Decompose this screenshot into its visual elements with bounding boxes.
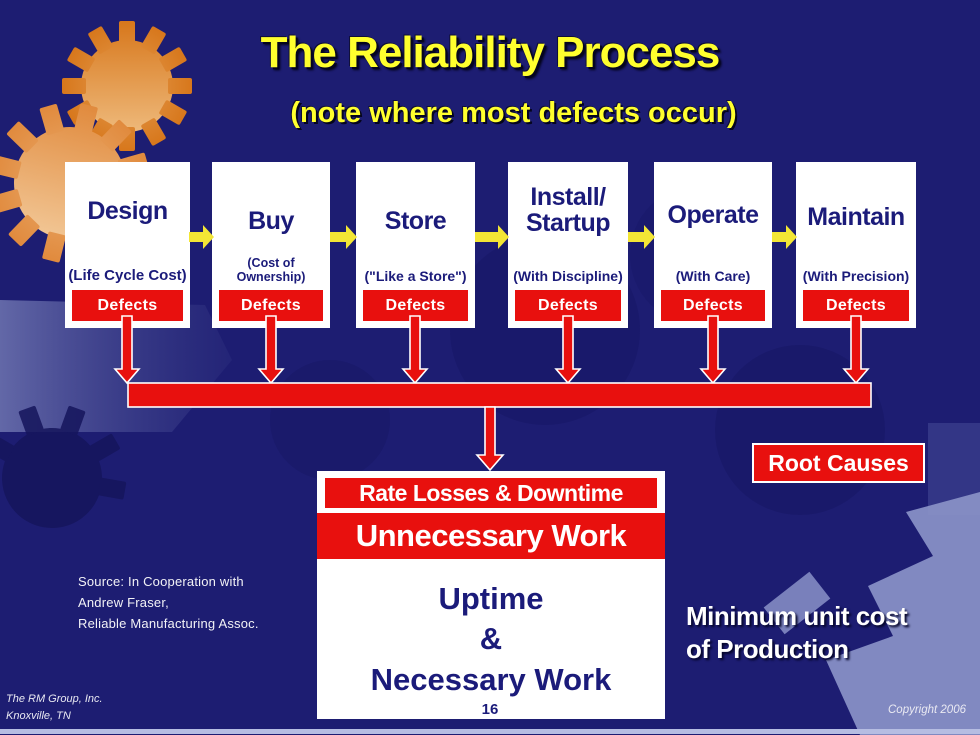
stage-store-defects-badge: Defects xyxy=(363,290,468,321)
footer-copyright: Copyright 2006 xyxy=(888,704,966,716)
uptime-necessary-work-text: Uptime & Necessary Work xyxy=(370,581,612,697)
watermark-dark-gear-bottom-left xyxy=(0,405,127,528)
root-causes-badge: Root Causes xyxy=(752,443,925,483)
unnecessary-work-band: Unnecessary Work xyxy=(317,513,665,559)
stage-operate-defects-badge: Defects xyxy=(661,290,765,321)
stage-install-startup-name: Install/ Startup xyxy=(526,183,611,238)
stage-buy: Buy (Cost of Ownership) Defects xyxy=(212,162,330,328)
minimum-unit-cost-text: Minimum unit cost of Production xyxy=(686,601,908,664)
stage-design: Design (Life Cycle Cost) Defects xyxy=(65,162,190,328)
bottom-edge-highlight xyxy=(0,729,980,734)
stage-maintain-caption: (With Precision) xyxy=(802,268,910,284)
stage-buy-defects-badge: Defects xyxy=(219,290,323,321)
stage-design-name: Design xyxy=(87,197,168,225)
stage-install-startup: Install/ Startup (With Discipline) Defec… xyxy=(508,162,628,328)
arrow-right-icon xyxy=(189,225,214,249)
arrow-right-icon xyxy=(628,225,655,249)
stage-buy-caption: (Cost of Ownership) xyxy=(236,256,306,284)
watermark-light-band-right xyxy=(928,423,980,515)
page-number: 16 xyxy=(481,701,499,718)
stage-install-startup-caption: (With Discipline) xyxy=(513,268,623,284)
footer-company: The RM Group, Inc. Knoxville, TN xyxy=(6,693,103,722)
stage-buy-name: Buy xyxy=(248,207,294,235)
stage-maintain: Maintain (With Precision) Defects xyxy=(796,162,916,328)
stage-store-caption: ("Like a Store") xyxy=(364,268,467,284)
stage-operate-name: Operate xyxy=(667,201,759,229)
stage-store: Store ("Like a Store") Defects xyxy=(356,162,475,328)
stage-design-caption: (Life Cycle Cost) xyxy=(68,267,187,284)
stage-store-name: Store xyxy=(384,207,447,235)
source-note: Source: In Cooperation with Andrew Frase… xyxy=(78,574,259,631)
arrow-right-icon xyxy=(330,225,357,249)
page-subtitle: (note where most defects occur) xyxy=(290,97,737,129)
stage-install-startup-defects-badge: Defects xyxy=(515,290,621,321)
stage-maintain-defects-badge: Defects xyxy=(803,290,909,321)
stage-operate-caption: (With Care) xyxy=(675,268,751,284)
arrow-right-icon xyxy=(772,225,797,249)
stage-maintain-name: Maintain xyxy=(807,203,905,231)
losses-header: Rate Losses & Downtime xyxy=(325,478,657,508)
page-title: The Reliability Process xyxy=(260,28,721,77)
stage-design-defects-badge: Defects xyxy=(72,290,183,321)
defect-collector-bar xyxy=(127,382,872,408)
funnel-arrow-down-icon xyxy=(475,406,505,472)
stage-operate: Operate (With Care) Defects xyxy=(654,162,772,328)
losses-box: Rate Losses & Downtime Unnecessary Work … xyxy=(317,471,665,719)
arrow-right-icon xyxy=(475,225,509,249)
